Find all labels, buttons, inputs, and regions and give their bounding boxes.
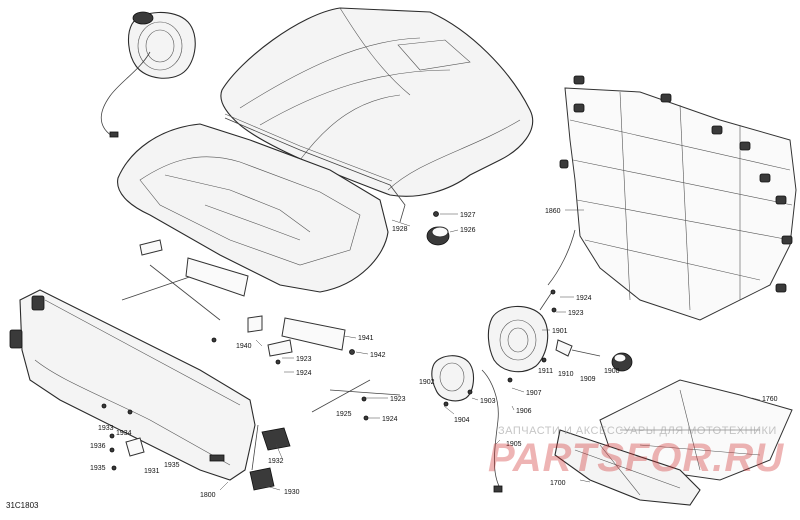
- callout-1924-a: 1924: [576, 295, 592, 302]
- callout-1907: 1907: [526, 390, 542, 397]
- callout-1908: 1908: [604, 368, 620, 375]
- rear-net-panel-1860: [547, 75, 797, 321]
- watermark-brand: PARTSFOR.RU: [488, 436, 785, 480]
- callout-1935-b: 1935: [164, 462, 180, 469]
- fasteners-left: [101, 403, 291, 491]
- watermark-caption: ЗАПЧАСТИ И АКСЕССУАРЫ ДЛЯ МОТОТЕХНИКИ: [498, 425, 777, 437]
- callout-1911: 1911: [538, 368, 553, 375]
- callout-1800: 1800: [200, 492, 216, 499]
- callout-1924-c: 1924: [382, 416, 398, 423]
- callout-1935-a: 1935: [90, 465, 106, 472]
- storage-tub: [117, 123, 389, 293]
- speaker-assembly-1902: [431, 355, 513, 493]
- callout-1902: 1902: [419, 379, 435, 386]
- callout-1940: 1940: [236, 343, 252, 350]
- callout-1927: 1927: [460, 212, 476, 219]
- callout-1936: 1936: [90, 443, 106, 450]
- callout-1924-b: 1924: [296, 370, 312, 377]
- diagram-id: 31C1803: [6, 501, 39, 510]
- callout-1934: 1934: [116, 430, 132, 437]
- speaker-assembly-1901: [487, 289, 633, 373]
- callout-labels: 1927 1926 1928 1860 1924 1923 1941 1942 …: [90, 208, 778, 499]
- callout-1760: 1760: [762, 396, 778, 403]
- callout-1923-b: 1923: [296, 356, 312, 363]
- top-speaker-assembly: [100, 11, 196, 138]
- bracket-plates: [139, 239, 369, 421]
- callout-1904: 1904: [454, 417, 470, 424]
- callout-1923-c: 1923: [390, 396, 406, 403]
- side-panel-1800: [9, 289, 256, 481]
- callout-1906: 1906: [516, 408, 532, 415]
- knob-1926: [426, 211, 459, 246]
- floor-mat-1700: [554, 429, 701, 506]
- callout-1930: 1930: [284, 489, 300, 496]
- callout-1909: 1909: [580, 376, 596, 383]
- callout-1860: 1860: [545, 208, 561, 215]
- callout-1700: 1700: [550, 480, 566, 487]
- callout-1926: 1926: [460, 227, 476, 234]
- callout-1933: 1933: [98, 425, 114, 432]
- callout-1932: 1932: [268, 458, 284, 465]
- callout-1901: 1901: [552, 328, 568, 335]
- callout-1903: 1903: [480, 398, 496, 405]
- callout-1905: 1905: [506, 441, 522, 448]
- callout-1942: 1942: [370, 352, 386, 359]
- callout-1931: 1931: [144, 468, 160, 475]
- leader-lines: [219, 209, 761, 491]
- callout-1928: 1928: [392, 226, 408, 233]
- callout-1941: 1941: [358, 335, 374, 342]
- callout-1923-a: 1923: [568, 310, 584, 317]
- callout-1925: 1925: [336, 411, 352, 418]
- callout-1910: 1910: [558, 371, 574, 378]
- trim-strip-1928: [224, 113, 406, 223]
